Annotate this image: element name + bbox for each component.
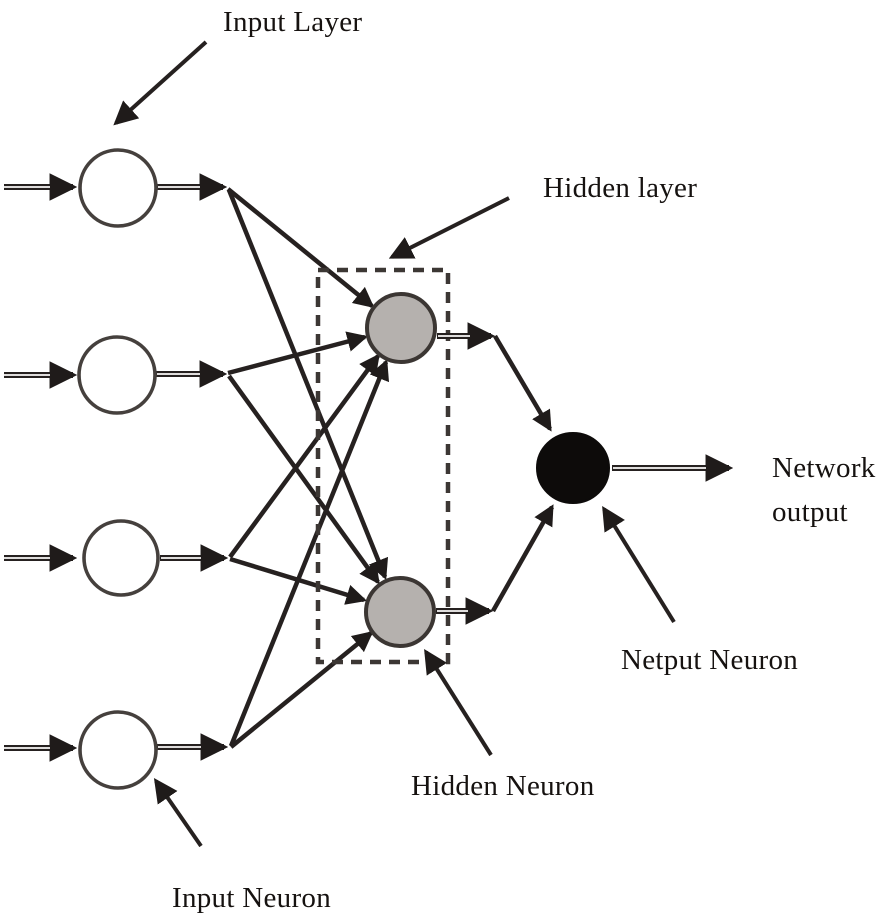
input-layer-label: Input Layer — [223, 6, 362, 38]
hidden-neuron-callout-arrow — [424, 648, 493, 757]
hidden-layer-label: Hidden layer — [543, 172, 697, 204]
hidden-layer-box — [315, 267, 451, 665]
hidden-neuron-label: Hidden Neuron — [411, 770, 595, 802]
netput-neuron-label: Netput Neuron — [621, 644, 798, 676]
input-neuron-1 — [78, 148, 158, 228]
hidden-neurons — [364, 292, 437, 648]
network-output-label-line1: Network — [772, 452, 876, 484]
connection-arrow — [228, 353, 380, 559]
input-layer-callout-arrow — [113, 40, 208, 126]
network-output-label-line2: output — [772, 496, 848, 528]
input-neurons — [77, 148, 160, 790]
connection-arrow — [227, 374, 380, 585]
hidden2-to-output-arrow — [491, 504, 554, 613]
input-to-hidden-connections — [226, 187, 390, 749]
connection-arrow — [227, 331, 369, 376]
connection-arrow — [228, 359, 390, 747]
connection-arrow — [226, 187, 375, 308]
connection-arrow — [229, 631, 374, 749]
input-neuron-4 — [78, 710, 158, 790]
connection-arrow — [226, 189, 389, 580]
external-input-arrows — [4, 173, 78, 762]
hidden-to-output-connections — [436, 322, 554, 625]
input-neuron-label: Input Neuron — [172, 882, 331, 914]
hidden-neuron-2 — [364, 576, 436, 648]
hidden-layer-callout-arrow — [388, 196, 510, 259]
hidden1-to-output-arrow — [493, 334, 552, 432]
diagram-labels: Input Layer Hidden layer Network output … — [172, 6, 876, 914]
output-neuron — [536, 432, 610, 504]
annotation-arrows — [113, 40, 676, 848]
input-neuron-3 — [82, 519, 160, 597]
hidden-neuron-1 — [365, 292, 437, 364]
input-neuron-2 — [77, 335, 157, 415]
input-fanout-arrows — [156, 173, 229, 761]
netput-neuron-callout-arrow — [602, 505, 676, 624]
input-neuron-callout-arrow — [153, 778, 203, 848]
